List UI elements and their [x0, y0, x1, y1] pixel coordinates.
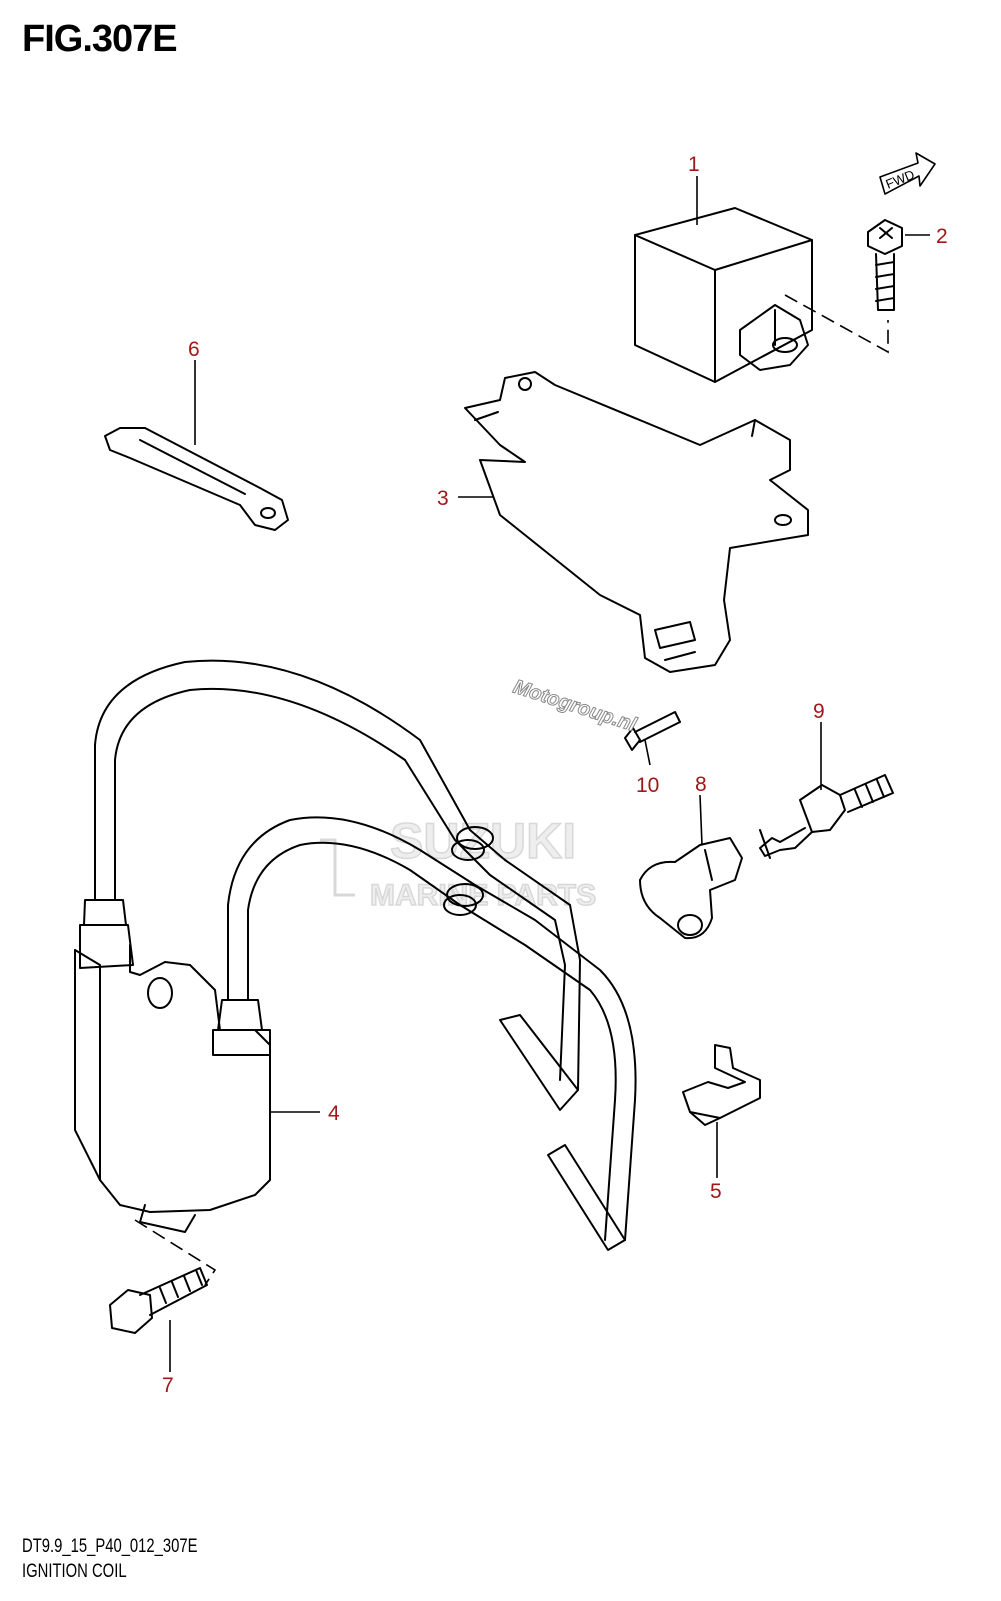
- fwd-label: FWD: [884, 167, 917, 192]
- pin: [624, 711, 681, 751]
- callout-1: 1: [688, 153, 700, 176]
- bracket: [464, 371, 809, 673]
- leader-dash-7: [134, 1219, 217, 1286]
- callout-5: 5: [710, 1180, 722, 1203]
- callout-2: 2: [936, 225, 948, 248]
- figure-code: DT9.9_15_P40_012_307E: [22, 1536, 198, 1557]
- bolt-2: [867, 219, 903, 311]
- fwd-arrow-icon: FWD: [879, 152, 936, 195]
- spark-plug-cap: [639, 837, 743, 940]
- callouts: 1 2 3 4 5 6 7 8 9 10: [162, 153, 948, 1397]
- figure-title: FIG.307E: [22, 18, 178, 60]
- callout-3: 3: [437, 487, 449, 510]
- callout-6: 6: [188, 338, 200, 361]
- leader-lines: [169, 176, 930, 1372]
- callout-9: 9: [813, 700, 825, 723]
- callout-4: 4: [328, 1102, 340, 1125]
- ignition-module: [634, 207, 813, 383]
- watermark-site: Motogroup.nl: [510, 676, 639, 737]
- ignition-coil: [74, 659, 637, 1251]
- leader-dash-2: [784, 294, 889, 354]
- spark-plug: [759, 774, 894, 859]
- clamp: [682, 1044, 761, 1126]
- watermark: SUZUKI MARINE PARTS: [320, 812, 597, 913]
- figure-name: IGNITION COIL: [22, 1561, 127, 1582]
- callout-7: 7: [162, 1374, 174, 1397]
- callout-8: 8: [695, 773, 707, 796]
- strap: [104, 427, 289, 531]
- callout-10: 10: [636, 774, 659, 797]
- bolt-7: [109, 1267, 208, 1334]
